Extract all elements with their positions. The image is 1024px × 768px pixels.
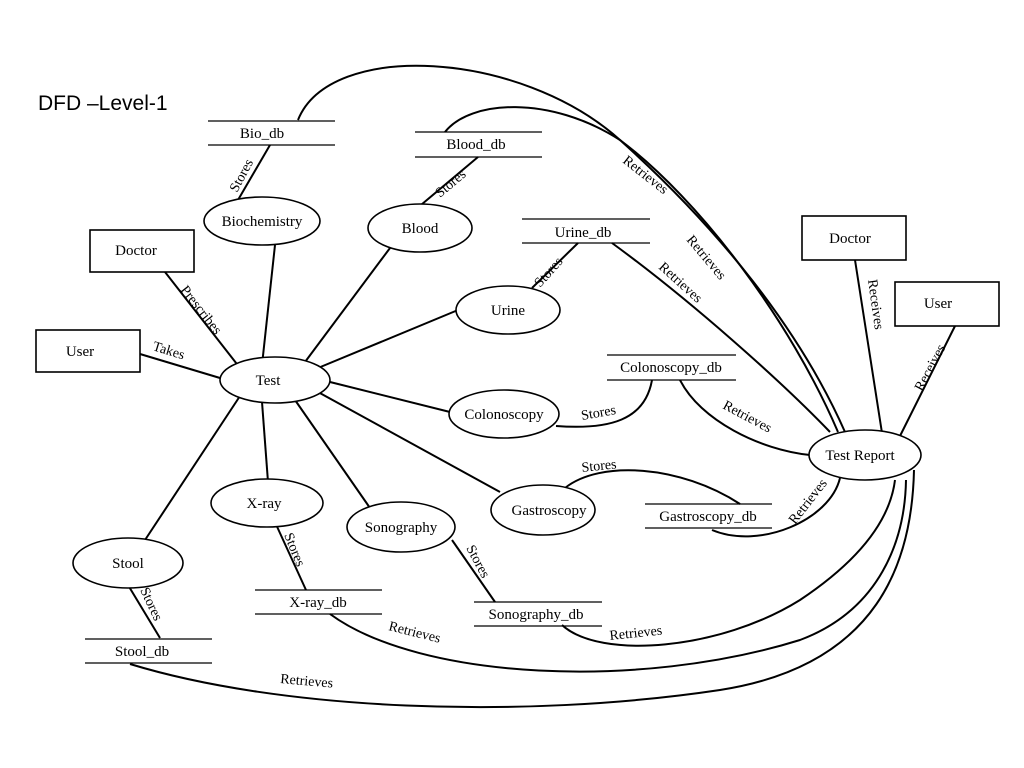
entity-user-right: User (894, 281, 1000, 327)
entity-doctor-left-label: Doctor (115, 243, 157, 259)
store-gastroscopy-db: Gastroscopy_db (645, 503, 772, 529)
process-colonoscopy-label: Colonoscopy (464, 407, 544, 423)
edge-colonoscopy-colonoscopydb (555, 379, 653, 428)
edge-test-colonoscopy (329, 381, 451, 413)
edge-stool-stooldb (127, 584, 161, 639)
process-test-report-label: Test Report (825, 448, 895, 464)
store-blood-db-label: Blood_db (446, 137, 505, 153)
process-blood: Blood (367, 203, 473, 253)
edge-test-blood (304, 247, 391, 363)
edge-testreport-doctor (854, 259, 883, 434)
store-blood-db: Blood_db (415, 131, 542, 158)
label-stores-xray: Stores (280, 531, 307, 569)
process-stool: Stool (72, 537, 184, 589)
store-stool-db: Stool_db (85, 638, 212, 664)
label-receives-user: Receives (912, 342, 949, 394)
label-retrieves-colonoscopydb: Retrieves (720, 398, 774, 436)
edge-test-gastroscopy (317, 391, 501, 493)
edge-xraydb-testreport (329, 479, 907, 673)
store-xray-db-label: X-ray_db (289, 595, 346, 611)
label-retrieves-stooldb: Retrieves (280, 672, 334, 692)
edge-xray-xraydb (273, 519, 307, 591)
edge-sonographydb-testreport (561, 479, 896, 647)
label-stores-urine: Stores (532, 255, 567, 291)
label-retrieves-gastroscopydb: Retrieves (786, 477, 830, 528)
process-xray-label: X-ray (247, 496, 282, 512)
edge-sonography-sonographydb (451, 539, 496, 603)
entity-user-left: User (35, 329, 141, 373)
entity-doctor-right: Doctor (801, 215, 907, 261)
slide-title: DFD –Level-1 (38, 92, 168, 115)
connectors (127, 64, 956, 709)
process-colonoscopy: Colonoscopy (448, 389, 560, 439)
edge-biochemistry-biodb (237, 144, 271, 201)
entity-doctor-left: Doctor (89, 229, 195, 273)
entity-doctor-right-label: Doctor (829, 231, 871, 247)
label-receives-doctor: Receives (864, 278, 886, 330)
entity-user-right-label: User (924, 296, 952, 312)
store-gastroscopy-db-label: Gastroscopy_db (659, 509, 757, 525)
process-gastroscopy: Gastroscopy (490, 484, 596, 536)
process-biochemistry-label: Biochemistry (222, 214, 303, 230)
edge-blood-blooddb (414, 156, 479, 211)
edge-testreport-user (899, 325, 956, 437)
process-biochemistry: Biochemistry (203, 196, 321, 246)
store-urine-db: Urine_db (522, 218, 650, 244)
store-sonography-db: Sonography_db (474, 601, 602, 627)
process-gastroscopy-label: Gastroscopy (512, 503, 587, 519)
process-stool-label: Stool (112, 556, 144, 572)
label-stores-gastroscopy: Stores (581, 457, 617, 476)
process-sonography: Sonography (346, 501, 456, 553)
store-sonography-db-label: Sonography_db (489, 607, 584, 623)
edge-test-urine (317, 309, 459, 369)
label-stores-blood: Stores (433, 167, 469, 201)
label-stores-colonoscopy: Stores (580, 403, 617, 424)
process-xray: X-ray (210, 478, 324, 528)
process-test-label: Test (256, 373, 282, 389)
process-sonography-label: Sonography (365, 520, 438, 536)
edge-colonoscopydb-testreport (679, 379, 811, 456)
label-prescribes: Prescribes (177, 283, 224, 338)
store-bio-db: Bio_db (208, 120, 335, 146)
edge-gastroscopydb-testreport (711, 477, 841, 538)
process-urine: Urine (455, 285, 561, 335)
process-blood-label: Blood (402, 221, 439, 237)
edge-gastroscopy-gastroscopydb (564, 469, 741, 505)
edge-user-test (139, 353, 221, 379)
store-urine-db-label: Urine_db (555, 225, 612, 241)
process-test: Test (219, 356, 331, 404)
edge-test-sonography (294, 399, 371, 509)
edge-test-biochemistry (261, 244, 276, 366)
process-test-report: Test Report (808, 429, 922, 481)
edge-urinedb-testreport (611, 242, 831, 433)
store-xray-db: X-ray_db (255, 589, 382, 615)
store-colonoscopy-db-label: Colonoscopy_db (620, 360, 722, 376)
label-retrieves-xraydb: Retrieves (387, 619, 442, 646)
edge-doctor-test (164, 271, 241, 369)
label-retrieves-sonographydb: Retrieves (609, 624, 663, 644)
edge-stooldb-testreport (129, 469, 915, 709)
process-urine-label: Urine (491, 303, 525, 319)
edge-test-stool (144, 395, 241, 541)
store-stool-db-label: Stool_db (115, 644, 169, 660)
edge-test-xray (261, 401, 269, 483)
entity-user-left-label: User (66, 344, 94, 360)
edge-urine-urinedb (531, 242, 579, 289)
store-colonoscopy-db: Colonoscopy_db (607, 354, 736, 381)
edge-blooddb-testreport (444, 106, 839, 433)
store-bio-db-label: Bio_db (240, 126, 284, 142)
